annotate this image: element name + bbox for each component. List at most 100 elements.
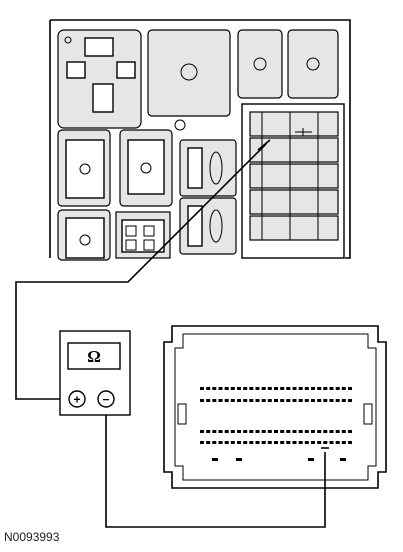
connector-pin [230,441,235,444]
connector-pin [329,430,334,433]
connector-pin [218,441,223,444]
connector-pin [341,430,346,433]
connector-pin [267,399,272,402]
connector-pin [236,458,242,461]
connector-pin [218,387,223,390]
connector-pin [335,387,340,390]
positive-terminal [68,390,86,408]
connector-pin [308,458,314,461]
connector-pin [311,399,315,402]
connector-pin [292,441,297,444]
connector-pin [304,430,309,433]
connector-pin [311,387,315,390]
connector-pin [348,441,352,444]
connector-pin [317,399,322,402]
connector-pin [274,441,278,444]
positive-lead [15,143,267,400]
connector-pin [255,430,260,433]
connector-pin [243,441,248,444]
mini-relay-2 [287,29,339,99]
connector-pin [274,430,278,433]
mini-relay-1 [237,29,283,99]
connector-pin [286,430,291,433]
connector-pin [249,430,254,433]
wiring [15,139,329,528]
connector-pin [292,430,297,433]
connector-pin [224,430,229,433]
connector-pin [200,441,204,444]
connector-pin [212,387,217,390]
connector-pin [212,441,217,444]
connector-pin [237,399,241,402]
connector-pin [340,458,346,461]
connector-pin [267,441,272,444]
meter-display: Ω [87,347,101,366]
connector-pin [267,387,272,390]
relay-socket-lower-left [57,209,111,261]
connector-pin [286,441,291,444]
connector-pin [335,399,340,402]
connector-pin [304,399,309,402]
connector-pin [230,387,235,390]
mini-fuse-panel [241,103,345,259]
connector-pin [280,399,285,402]
connector-pin [286,399,291,402]
connector-pin [280,387,285,390]
figure-id: N0093993 [4,530,60,544]
connector-pin [206,399,211,402]
connector-pin [304,441,309,444]
connector-pin [329,387,334,390]
connector-pin [218,430,223,433]
connector-pin [341,441,346,444]
connector-pin [298,430,303,433]
connector-pin [348,387,352,390]
connector-pin [230,430,235,433]
connector-pin [323,441,328,444]
connector-pin [323,387,328,390]
large-relay-left [57,29,142,129]
connector-pin [292,387,297,390]
connector-pin [274,387,278,390]
connector-pin [224,441,229,444]
connector-pin [206,430,211,433]
connector-pin [261,387,266,390]
connector-pin [200,430,204,433]
connector-pin [323,430,328,433]
connector-pin [311,441,315,444]
connector-pin [212,399,217,402]
connector-pin [317,441,322,444]
connector-pins [200,387,352,461]
ohmmeter: Ω + − [59,330,131,416]
connector-pin [274,399,278,402]
connector-pin [237,430,241,433]
connector-pin [341,387,346,390]
connector-pin [341,399,346,402]
connector-pin [237,387,241,390]
connector-pin [200,399,204,402]
large-relay-center [147,29,231,117]
connector-pin [348,399,352,402]
relay-socket-left [57,129,111,207]
connector-pin [329,441,334,444]
connector-pin [255,399,260,402]
connector-pin [237,441,241,444]
connector-pin [249,441,254,444]
negative-terminal [97,390,115,408]
connector-block [115,211,171,259]
connector-pin [206,441,211,444]
probe-tip-fuse [257,139,271,151]
connector-pin [317,430,322,433]
connector-pin [317,387,322,390]
connector-pin [249,387,254,390]
connector-pin [255,387,260,390]
negative-terminal-label: − [102,393,109,407]
connector-pin [218,399,223,402]
relay-socket-mid [119,129,173,207]
connector-pin [298,399,303,402]
connector-pin [286,387,291,390]
connector-pin [261,430,266,433]
connector-pin [323,399,328,402]
connector-pin [243,387,248,390]
negative-lead [105,410,326,528]
